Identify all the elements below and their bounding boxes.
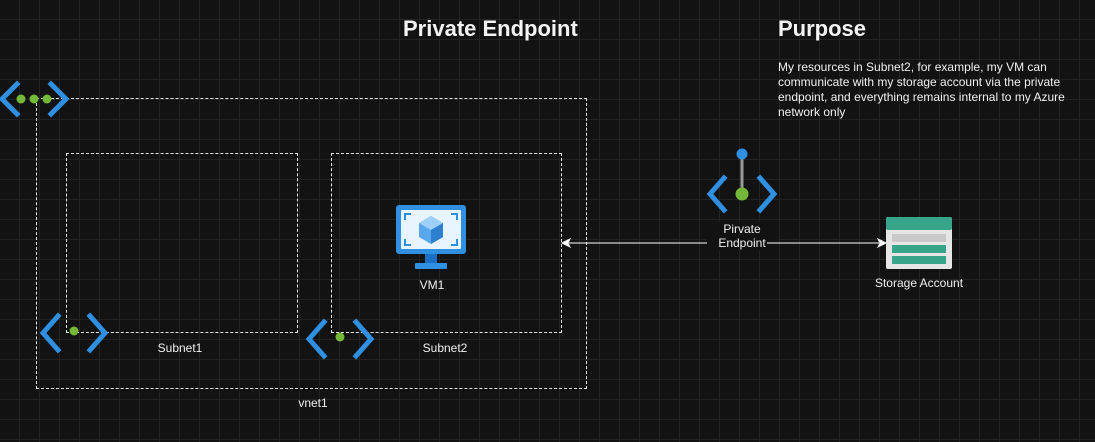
vnet-label: vnet1 [298, 396, 328, 410]
connection-arrow [560, 236, 888, 250]
subnet-icon[interactable] [39, 312, 109, 354]
virtual-machine-icon[interactable] [395, 204, 467, 272]
subnet-icon[interactable] [305, 318, 375, 360]
page-title: Private Endpoint [403, 16, 578, 41]
subnet1-label: Subnet1 [157, 341, 203, 355]
virtual-network-icon[interactable] [0, 80, 70, 118]
private-endpoint-label: Pirvate Endpoint [706, 222, 778, 250]
subnet1-container[interactable] [66, 153, 298, 333]
storage-account-icon[interactable] [886, 217, 952, 269]
purpose-title: Purpose [778, 16, 867, 41]
private-endpoint-icon[interactable] [706, 148, 778, 214]
storage-account-label: Storage Account [874, 276, 964, 290]
vm-label: VM1 [419, 278, 445, 292]
purpose-description: My resources in Subnet2, for example, my… [778, 60, 1065, 119]
subnet2-label: Subnet2 [422, 341, 468, 355]
